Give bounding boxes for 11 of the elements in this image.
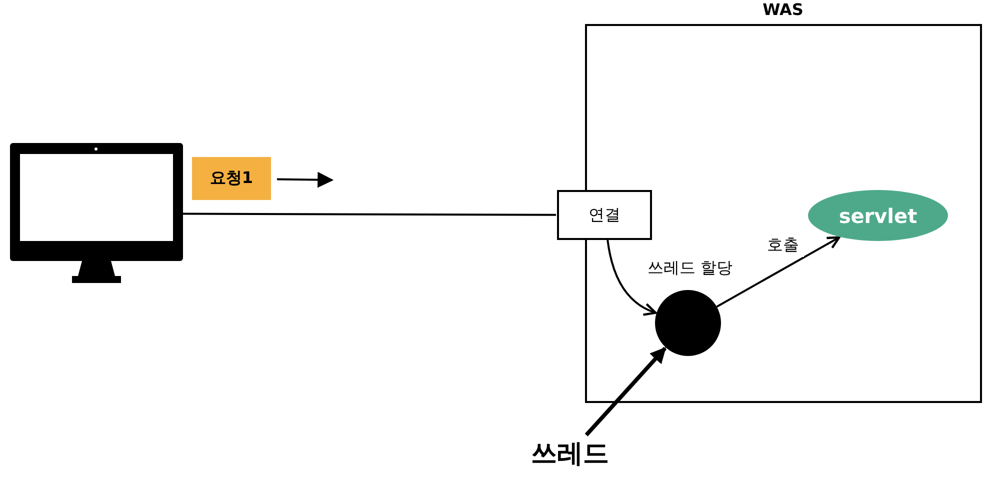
thread-circle xyxy=(655,290,721,356)
arrow xyxy=(606,240,657,316)
servlet-ellipse: servlet xyxy=(808,190,948,241)
request-tag: 요청1 xyxy=(192,157,271,200)
process-box: 연결 xyxy=(557,190,652,240)
connection-line xyxy=(183,212,556,216)
server-title: WAS xyxy=(762,0,804,20)
pointer-arrow xyxy=(584,346,667,436)
arrow xyxy=(716,236,840,308)
arrow xyxy=(276,172,334,188)
thread-label: 쓰레드 xyxy=(520,435,620,471)
